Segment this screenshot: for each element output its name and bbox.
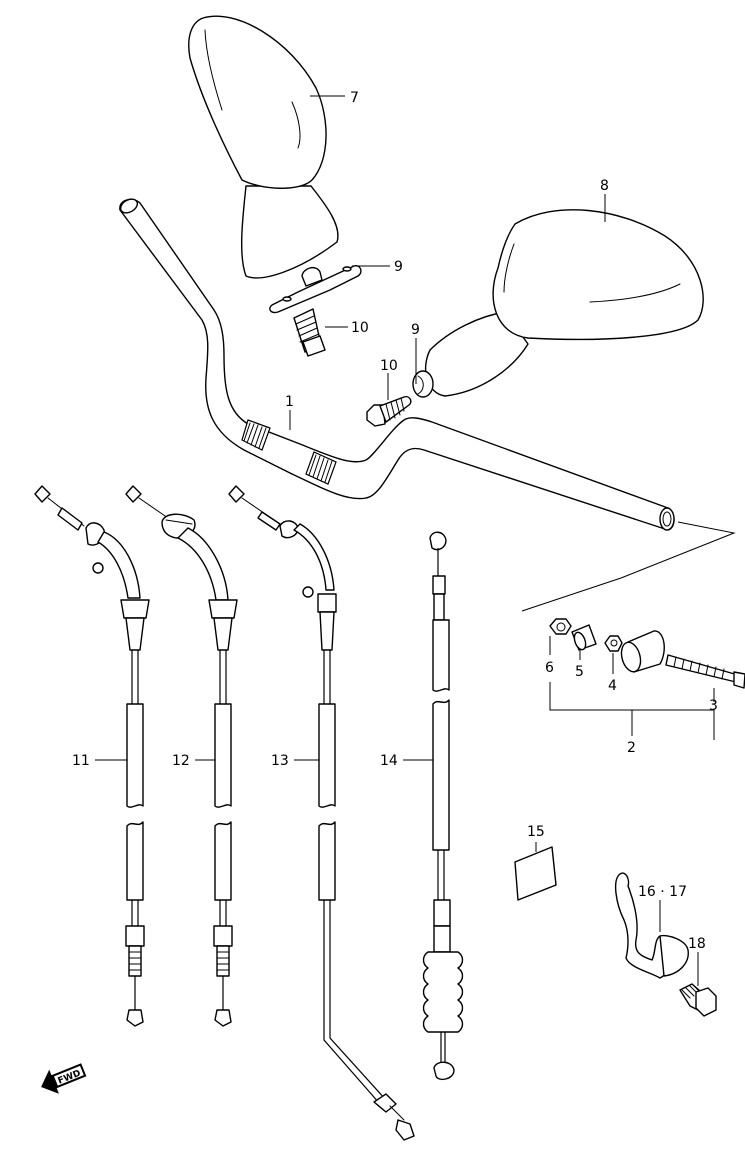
callout-11: 11 [72, 753, 90, 769]
callout-10-right: 10 [380, 358, 398, 374]
callout-1: 1 [285, 394, 294, 410]
callout-10-left: 10 [351, 320, 369, 336]
callout-3: 3 [709, 698, 718, 714]
callout-16-17: 16 · 17 [638, 884, 687, 900]
callout-7: 7 [350, 90, 359, 106]
bar-end-spacer-5 [571, 624, 597, 651]
callout-4: 4 [608, 678, 617, 694]
callout-18: 18 [688, 936, 706, 952]
label-sticker [514, 846, 557, 901]
callout-12: 12 [172, 753, 190, 769]
mirror-bolt-right [366, 395, 412, 427]
bar-end-nut-4 [604, 635, 623, 652]
callout-9-right: 9 [411, 322, 420, 338]
throttle-cable-12 [125, 485, 238, 1027]
mirror-mount-right [412, 370, 434, 398]
leader-lines [95, 95, 715, 986]
fwd-label: FWD [57, 1069, 83, 1087]
callout-14: 14 [380, 753, 398, 769]
callout-2: 2 [627, 740, 636, 756]
mirror-bolt-left [293, 308, 326, 357]
callout-9-left: 9 [394, 259, 403, 275]
bar-end-screw-3 [665, 654, 745, 689]
callout-15: 15 [527, 824, 545, 840]
fwd-arrow-icon: FWD [41, 1063, 87, 1094]
callout-13: 13 [271, 753, 289, 769]
callout-8: 8 [600, 178, 609, 194]
clutch-cable-14 [422, 531, 464, 1081]
callout-6: 6 [545, 660, 554, 676]
mirror-left [188, 15, 339, 279]
clamp-bolt [679, 983, 717, 1017]
cable-clamp [614, 872, 689, 979]
mirror-right [424, 209, 704, 397]
callouts: 7 8 9 10 9 10 1 6 5 4 3 2 11 12 13 14 15… [72, 90, 718, 952]
throttle-cable-11 [34, 485, 150, 1027]
bar-end-weight [620, 630, 665, 673]
handlebar [119, 198, 675, 531]
bar-end-nut-6 [549, 618, 572, 635]
bar-end-assembly [521, 521, 745, 689]
callout-5: 5 [575, 664, 584, 680]
choke-cable-13 [228, 485, 415, 1141]
